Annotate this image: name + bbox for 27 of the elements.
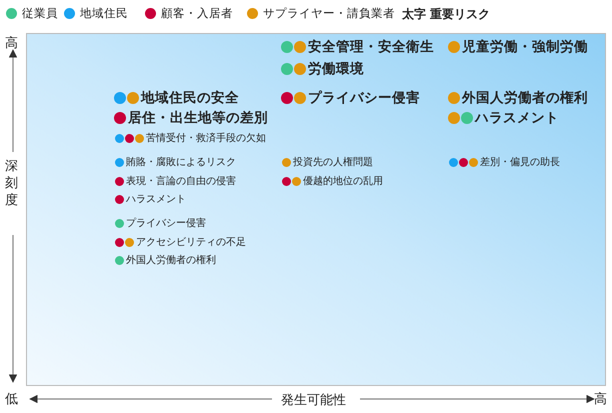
risk-label: 賄賂・腐敗によるリスク [126,156,236,169]
risk-label: 差別・偏見の助長 [480,156,560,169]
risk-label: プライバシー侵害 [126,216,206,230]
risk-label: 外国人労働者の権利 [126,254,216,267]
axis-label: 高 [5,35,18,52]
risk-label: ハラスメント [126,193,186,206]
risk-label: 労働環境 [308,60,364,78]
risk-label: 表現・言論の自由の侵害 [126,174,236,188]
risk-label: 投資先の人権問題 [293,156,373,169]
risk-label: 苦情受付・救済手段の欠如 [146,132,266,145]
risk-label: 児童労働・強制労働 [462,38,588,56]
legend-label: 地域住民 [80,6,128,21]
axis-label: 高 [594,391,607,408]
risk-label: アクセシビリティの不足 [136,236,246,249]
axis-label: 低 [5,391,18,408]
legend-label: サプライヤー・請負業者 [263,6,395,21]
risk-label: 安全管理・安全衛生 [308,38,434,56]
legend-label: 顧客・入居者 [161,6,233,21]
risk-label: プライバシー侵害 [308,89,420,107]
axis-label: 発生可能性 [281,392,346,409]
risk-label: 居住・出生地等の差別 [128,109,268,127]
risk-label: ハラスメント [475,109,559,127]
legend-label: 従業員 [22,6,58,21]
legend-note: 太字 重要リスク [402,6,490,23]
risk-label: 外国人労働者の権利 [462,89,588,107]
risk-label: 地域住民の安全 [141,89,239,107]
risk-label: 優越的地位の乱用 [303,174,383,188]
